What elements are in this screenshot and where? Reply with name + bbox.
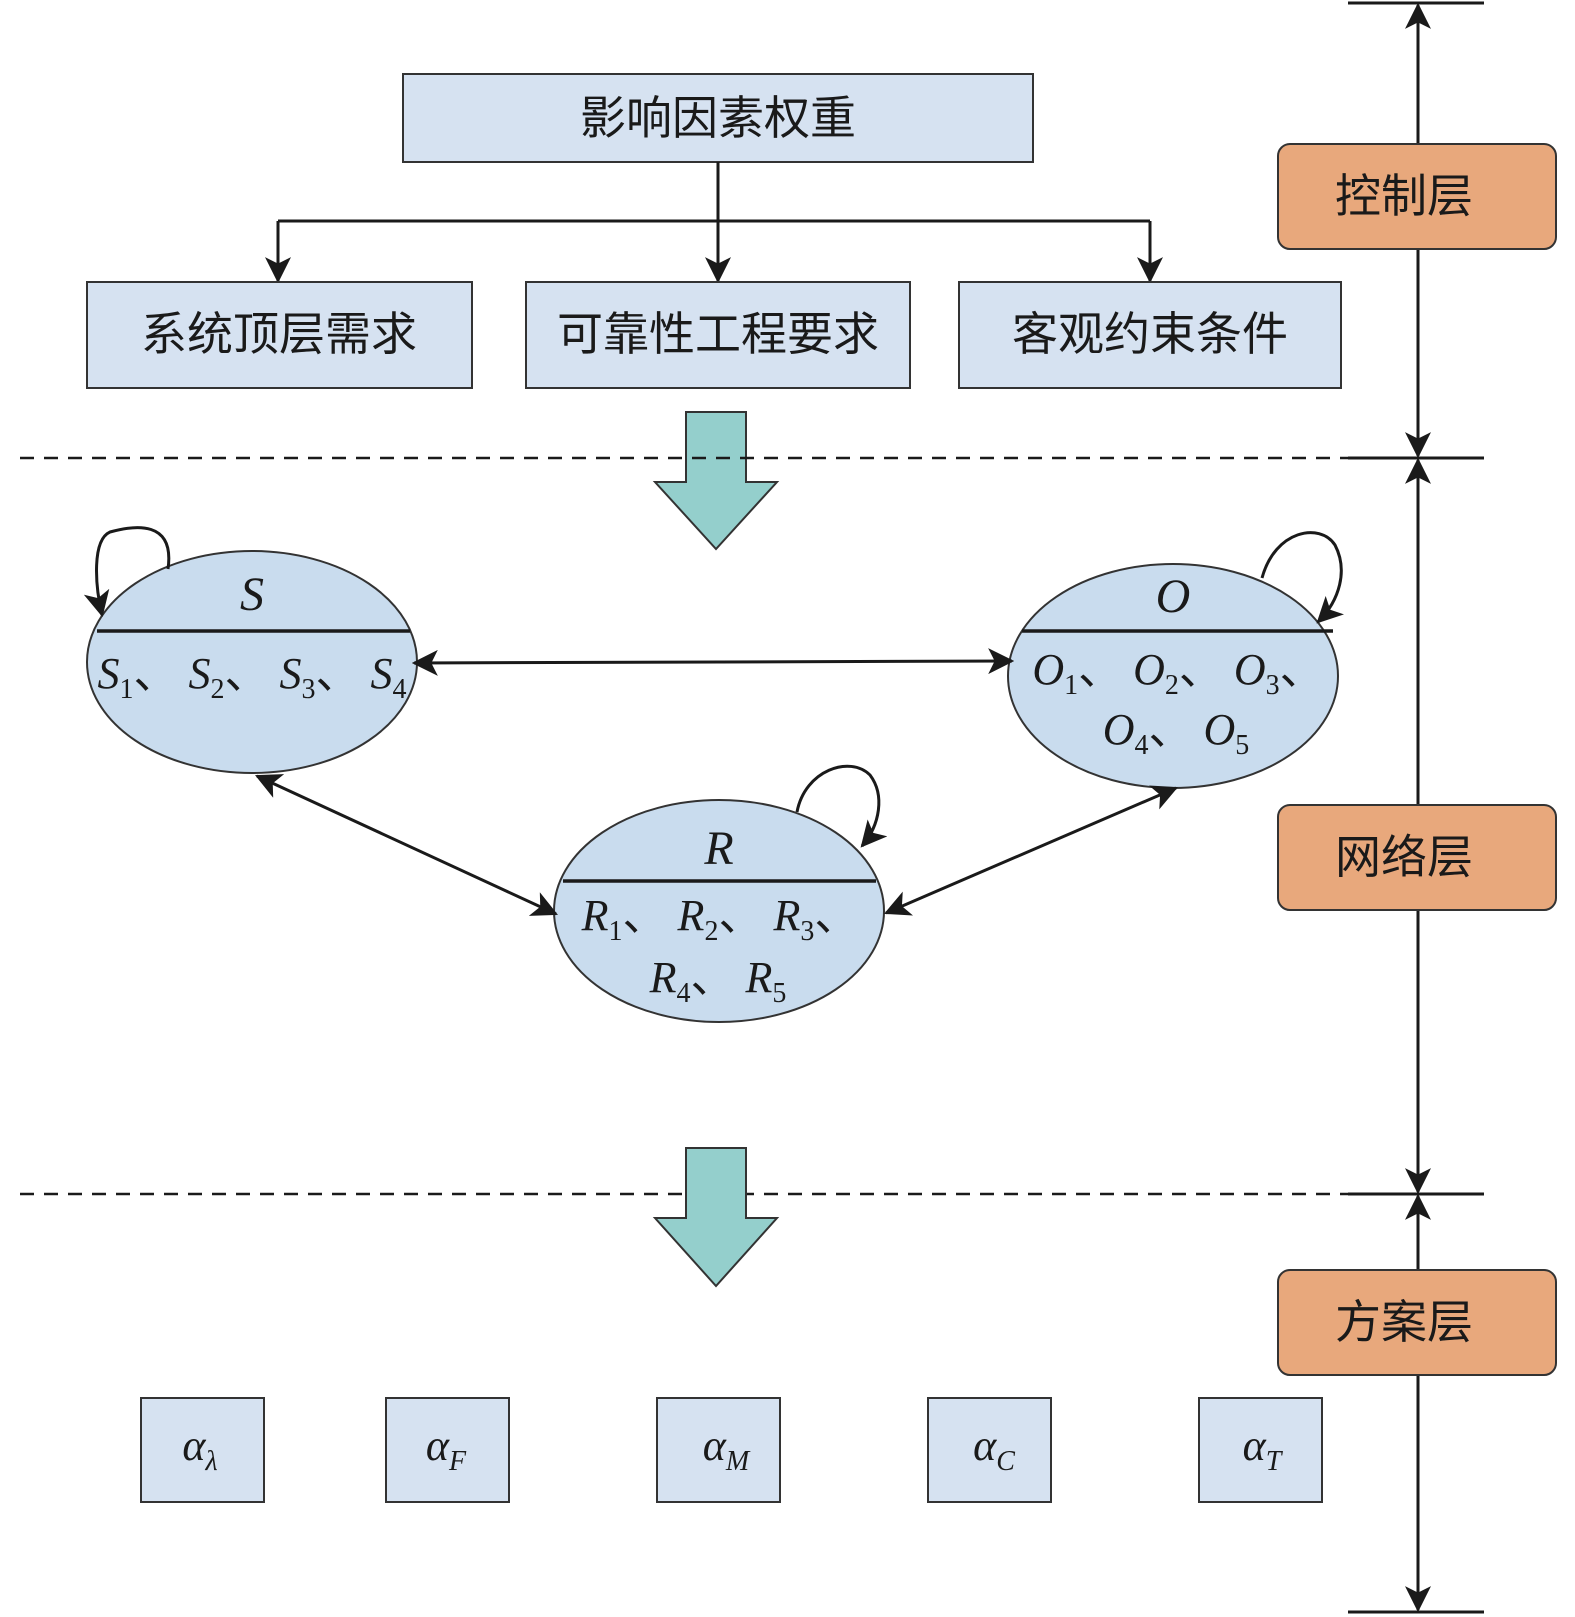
svg-text:αF: αF xyxy=(426,1421,467,1477)
flow-arrow-2 xyxy=(652,1147,780,1288)
flow-arrow-1 xyxy=(652,411,780,551)
layer-label-network: 网络层 xyxy=(1277,804,1557,911)
node-o-self-loop xyxy=(1260,531,1345,624)
reliability-requirement-box xyxy=(525,281,911,389)
layer-label-alternatives: 方案层 xyxy=(1277,1269,1557,1376)
node-r-items-row1: R1、 R2、 R3、 xyxy=(581,891,859,947)
system-requirement-box xyxy=(86,281,473,389)
item-s2: S xyxy=(189,649,211,698)
node-s-items: S1、 S2、 S3、 S4 xyxy=(98,649,407,705)
svg-text:αλ: αλ xyxy=(182,1421,217,1477)
layer-label-control: 控制层 xyxy=(1277,143,1557,250)
alternative-alpha-f: αF xyxy=(385,1397,510,1503)
edge-s-r xyxy=(255,774,558,916)
node-o-items-row1: O1、 O2、 O3、 xyxy=(1032,645,1323,701)
svg-text:网络层: 网络层 xyxy=(1335,830,1473,884)
node-r-title: R xyxy=(703,822,733,875)
node-r-items-row2: R4、 R5 xyxy=(649,953,787,1009)
node-r-self-loop xyxy=(795,764,888,848)
node-s-self-loop xyxy=(83,526,171,618)
reliability-requirement-label: 可靠性工程要求 xyxy=(557,307,879,361)
node-s-title: S xyxy=(240,568,264,621)
alternative-alpha-t: αT xyxy=(1198,1397,1323,1503)
objective-constraint-label: 客观约束条件 xyxy=(1012,307,1288,361)
svg-text:αM: αM xyxy=(703,1421,751,1477)
control-tree-connectors xyxy=(265,162,1163,284)
alternative-alpha-lambda: αλ xyxy=(140,1397,265,1503)
influence-weight-label: 影响因素权重 xyxy=(580,91,856,145)
svg-text:控制层: 控制层 xyxy=(1335,169,1473,223)
alternative-alpha-c: αC xyxy=(927,1397,1052,1503)
influence-weight-box xyxy=(402,73,1034,163)
node-o-title: O xyxy=(1156,570,1191,623)
svg-text:αT: αT xyxy=(1243,1421,1284,1477)
node-o-items-row2: O4、 O5 xyxy=(1103,705,1250,761)
svg-text:αC: αC xyxy=(973,1421,1015,1477)
system-requirement-label: 系统顶层需求 xyxy=(141,307,417,361)
objective-constraint-box xyxy=(958,281,1342,389)
item-s1: S xyxy=(98,649,120,698)
item-s4: S xyxy=(371,649,393,698)
item-s3: S xyxy=(280,649,302,698)
svg-text:方案层: 方案层 xyxy=(1335,1295,1473,1349)
alternative-alpha-m: αM xyxy=(656,1397,781,1503)
edge-s-o xyxy=(411,648,1015,676)
edge-o-r xyxy=(884,785,1178,916)
